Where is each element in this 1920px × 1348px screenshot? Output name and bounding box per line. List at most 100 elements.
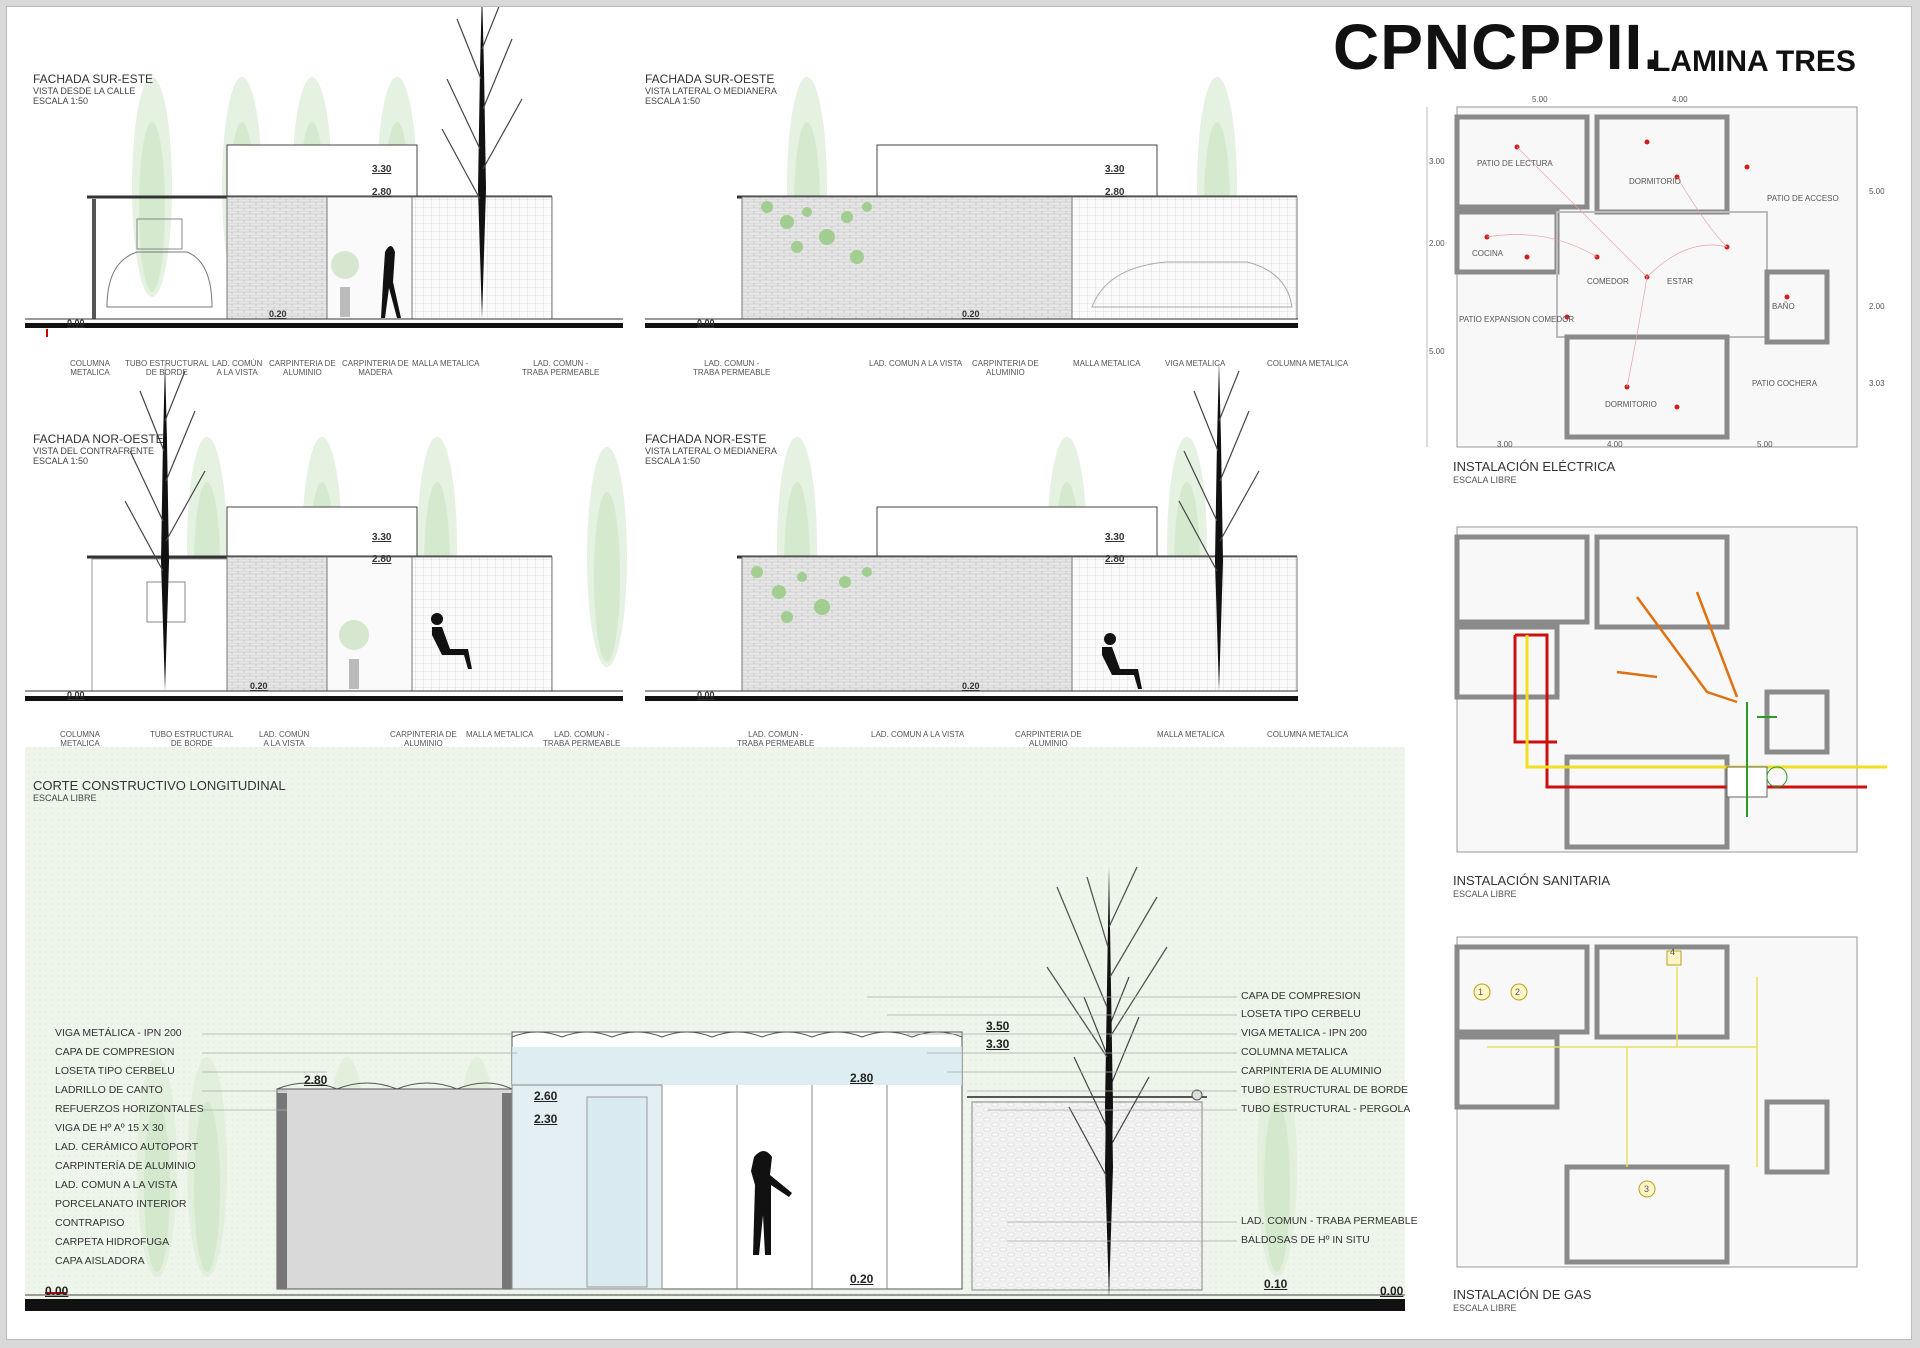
elevation-ne-height-330: 3.30 xyxy=(1105,532,1125,543)
elevation-ne-level-0: 0.00 xyxy=(697,690,715,700)
plan-gas-title: INSTALACIÓN DE GAS xyxy=(1453,1287,1592,1302)
plan-dim: 2.00 xyxy=(1429,239,1445,248)
elevation-se-level-0: 0.00 xyxy=(67,318,85,328)
plan-gas-drawing xyxy=(1454,936,1858,1268)
elevation-so-level-0: 0.00 xyxy=(697,318,715,328)
section-left-label: CARPETA HIDROFUGA xyxy=(55,1236,170,1248)
section-level-0-right: 0.00 xyxy=(1380,1284,1404,1298)
section-left-label: CARPINTERÍA DE ALUMINIO xyxy=(55,1160,196,1172)
elevation-ne-sub1: VISTA LATERAL O MEDIANERA xyxy=(645,446,777,456)
plan-electric-title: INSTALACIÓN ELÉCTRICA xyxy=(1453,459,1616,474)
elevation-ne-label: COLUMNA METALICA xyxy=(1267,730,1349,739)
plan-gas-subtitle: ESCALA LIBRE xyxy=(1453,1303,1517,1313)
elevation-ne-height-280: 2.80 xyxy=(1105,554,1125,565)
section-right-label: CAPA DE COMPRESION xyxy=(1241,990,1361,1002)
elevation-se-label: LAD. COMUN -TRABA PERMEABLE xyxy=(522,359,600,378)
elevation-so-height-330: 3.30 xyxy=(1105,164,1125,175)
elevation-so-sub2: ESCALA 1:50 xyxy=(645,96,701,106)
gas-marker-label: 4 xyxy=(1670,947,1676,957)
section-dim-010: 0.10 xyxy=(1264,1277,1288,1291)
section-dim-280-left: 2.80 xyxy=(304,1073,328,1087)
elevation-so-height-280: 2.80 xyxy=(1105,187,1125,198)
elevation-so-level-020: 0.20 xyxy=(962,309,980,319)
plan-room-label: PATIO COCHERA xyxy=(1752,379,1818,388)
elevation-ne-level-020: 0.20 xyxy=(962,681,980,691)
elevation-se-drawing xyxy=(25,7,623,337)
plan-sanitary-drawing xyxy=(1454,526,1887,853)
elevation-ne-title: FACHADA NOR-ESTE xyxy=(645,432,767,446)
elevation-so-label: LAD. COMUN -TRABA PERMEABLE xyxy=(693,359,771,378)
section-left-label: LADRILLO DE CANTO xyxy=(55,1084,163,1096)
section-dim-280-center: 2.80 xyxy=(850,1071,874,1085)
project-code: CPNCPPII xyxy=(1333,11,1644,83)
title-dot: . xyxy=(1643,11,1663,83)
plan-dim: 5.00 xyxy=(1532,95,1548,104)
section-dim-020: 0.20 xyxy=(850,1272,874,1286)
elevation-so-drawing xyxy=(645,77,1298,328)
plan-room-label: PATIO EXPANSION COMEDOR xyxy=(1459,315,1575,324)
elevation-so-label: VIGA METALICA xyxy=(1165,359,1226,368)
plan-dim: 3.00 xyxy=(1429,157,1445,166)
gas-marker-label: 3 xyxy=(1644,1184,1650,1194)
plan-room-label: DORMITORIO xyxy=(1629,177,1681,186)
plan-dim: 5.00 xyxy=(1757,440,1773,449)
sheet-title: CPNCPPII. xyxy=(1333,15,1662,79)
section-right-label: LAD. COMUN - TRABA PERMEABLE xyxy=(1241,1215,1418,1227)
section-dim-330: 3.30 xyxy=(986,1037,1010,1051)
plan-room-label: PATIO DE LECTURA xyxy=(1477,159,1553,168)
elevation-no-level-020: 0.20 xyxy=(250,681,268,691)
section-dim-350: 3.50 xyxy=(986,1019,1010,1033)
section-drawing xyxy=(25,747,1405,1311)
section-level-0-left: 0.00 xyxy=(45,1284,69,1298)
plan-room-label: ESTAR xyxy=(1667,277,1694,286)
elevation-no-height-280: 2.80 xyxy=(372,554,392,565)
section-left-label: REFUERZOS HORIZONTALES xyxy=(55,1103,204,1115)
elevation-ne-label: LAD. COMUN A LA VISTA xyxy=(871,730,965,739)
elevation-no-label: MALLA METALICA xyxy=(466,730,534,739)
section-dim-260: 2.60 xyxy=(534,1089,558,1103)
sheet-artwork xyxy=(25,7,1887,1311)
section-left-label: LAD. CERÁMICO AUTOPORT xyxy=(55,1141,199,1153)
plan-dim: 4.00 xyxy=(1607,440,1623,449)
section-subtitle: ESCALA LIBRE xyxy=(33,793,97,803)
elevation-so-title: FACHADA SUR-OESTE xyxy=(645,72,775,86)
plan-room-label: COCINA xyxy=(1472,249,1504,258)
elevation-no-sub1: VISTA DEL CONTRAFRENTE xyxy=(33,446,155,456)
elevation-no-level-0: 0.00 xyxy=(67,690,85,700)
section-right-label: TUBO ESTRUCTURAL DE BORDE xyxy=(1241,1084,1409,1096)
elevation-se-sub1: VISTA DESDE LA CALLE xyxy=(33,86,136,96)
elevation-se-title: FACHADA SUR-ESTE xyxy=(33,72,154,86)
elevation-ne-drawing xyxy=(645,360,1298,701)
plan-sanitary-subtitle: ESCALA LIBRE xyxy=(1453,889,1517,899)
elevation-so-label: MALLA METALICA xyxy=(1073,359,1141,368)
plan-sanitary-title: INSTALACIÓN SANITARIA xyxy=(1453,873,1610,888)
section-left-label: LOSETA TIPO CERBELU xyxy=(55,1065,175,1077)
elevation-no-label: LAD. COMUN -TRABA PERMEABLE xyxy=(543,730,621,749)
section-title: CORTE CONSTRUCTIVO LONGITUDINAL xyxy=(33,778,286,793)
elevation-no-drawing xyxy=(25,360,627,701)
section-right-label: CARPINTERIA DE ALUMINIO xyxy=(1241,1065,1382,1077)
section-left-label: VIGA DE Hº Aº 15 X 30 xyxy=(55,1122,164,1134)
plan-electric-subtitle: ESCALA LIBRE xyxy=(1453,475,1517,485)
section-dim-230: 2.30 xyxy=(534,1112,558,1126)
drawing-sheet: CPNCPPII. LAMINA TRES FACHADA SUR-ESTE V… xyxy=(6,6,1912,1340)
plan-dim: 4.00 xyxy=(1672,95,1688,104)
plan-electric-drawing xyxy=(1426,106,1858,448)
section-left-label: PORCELANATO INTERIOR xyxy=(55,1198,187,1210)
gas-marker-label: 1 xyxy=(1478,987,1484,997)
elevation-so-label: LAD. COMUN A LA VISTA xyxy=(869,359,963,368)
elevation-se-level-020: 0.20 xyxy=(269,309,287,319)
plan-room-label: DORMITORIO xyxy=(1605,400,1657,409)
plan-dim: 5.00 xyxy=(1429,347,1445,356)
plan-room-label: PATIO DE ACCESO xyxy=(1767,194,1839,203)
gas-marker-label: 2 xyxy=(1515,987,1521,997)
plan-dim: 3.03 xyxy=(1869,379,1885,388)
